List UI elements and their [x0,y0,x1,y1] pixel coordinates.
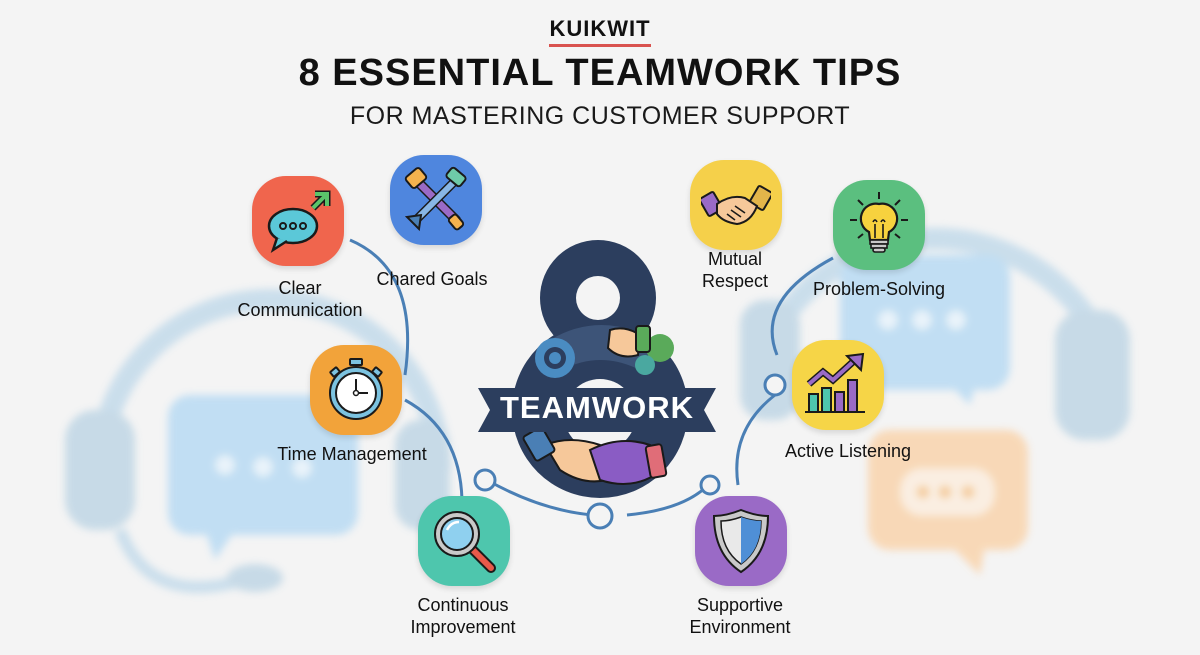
tip-tile-time-management[interactable] [310,345,402,435]
tip-label-problem-solving: Problem-Solving [812,279,946,299]
tip-tile-chared-goals[interactable] [390,155,482,245]
tip-label-time-management: Time Management [277,444,427,464]
connector-node [586,502,614,530]
page-title: 8 ESSENTIAL TEAMWORK TIPS [298,52,902,94]
stopwatch-icon [329,358,383,420]
gear-icon [635,355,655,375]
tip-label-supportive-environment: Supportive Environment [689,595,791,637]
tip-tile-active-listening[interactable] [792,340,884,430]
tip-label-active-listening: Active Listening [784,441,912,461]
shield-icon [712,508,770,574]
brand-name: KUIKWIT [549,16,651,47]
magnifier-icon [434,511,496,573]
handshake-icon [701,185,771,226]
page-subtitle: FOR MASTERING CUSTOMER SUPPORT [349,102,851,130]
lightbulb-icon [850,192,908,253]
tip-tile-continuous-improvement[interactable] [418,496,510,586]
gear-icon [535,338,575,378]
tip-label-mutual-respect: Mutual Respect [701,249,769,291]
connector-node [699,474,721,496]
tip-label-continuous-improvement: Continuous Improvement [410,595,516,637]
tip-label-clear-communication: Clear Communication [237,278,363,320]
tip-tile-clear-communication[interactable] [252,176,344,266]
crossed-tools-icon [404,166,467,232]
teamwork-banner [478,388,716,432]
connector-node [473,468,497,492]
tip-label-chared-goals: Chared Goals [376,269,488,289]
teamwork-banner-text: TEAMWORK [500,390,694,425]
tip-tile-problem-solving[interactable] [833,180,925,270]
hand-icon [606,327,642,358]
growth-chart-icon [805,352,865,413]
connector-node [763,373,787,397]
gear-icon [646,334,674,362]
brand-logo: KUIKWIT [0,16,1200,47]
speech-bubble-icon [267,190,331,253]
tip-tile-mutual-respect[interactable] [690,160,782,250]
tip-tile-supportive-environment[interactable] [695,496,787,586]
